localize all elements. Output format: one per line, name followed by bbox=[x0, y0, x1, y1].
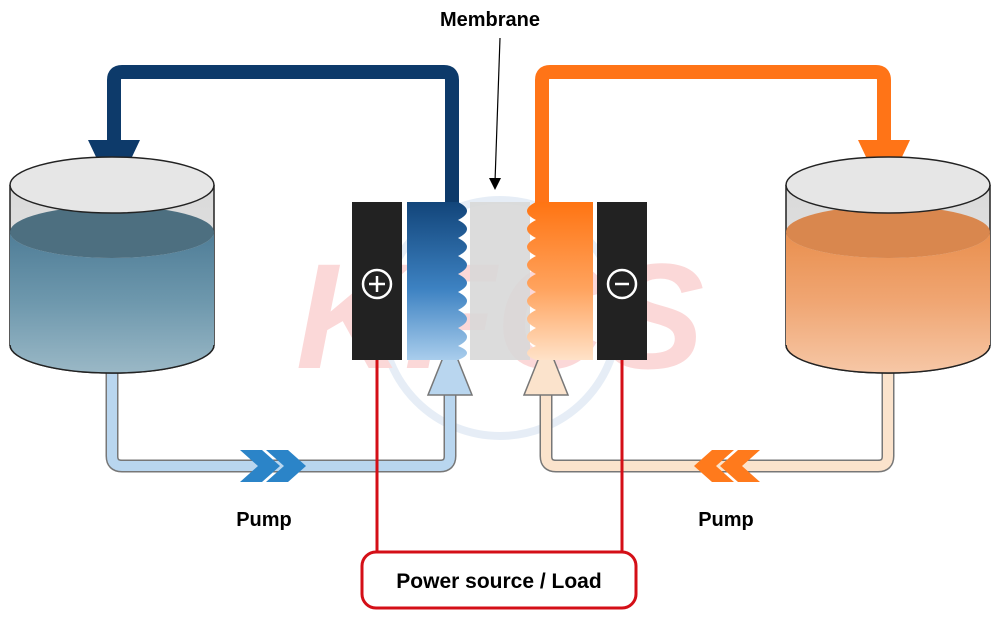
negative-half-cell bbox=[527, 202, 593, 360]
positive-terminal-icon bbox=[361, 268, 393, 300]
flow-cell bbox=[352, 202, 647, 360]
pump-left-label: Pump bbox=[236, 509, 292, 531]
negative-return-arrowhead bbox=[522, 337, 570, 396]
circuit-wire bbox=[375, 360, 624, 552]
membrane-label: Membrane bbox=[440, 9, 540, 31]
positive-half-cell bbox=[407, 202, 467, 360]
membrane-area bbox=[470, 202, 530, 360]
power-source-label: Power source / Load bbox=[396, 570, 601, 593]
negative-electrode bbox=[597, 202, 647, 360]
positive-return-arrowhead bbox=[426, 337, 474, 396]
membrane-pointer bbox=[494, 37, 501, 183]
negative-electrolyte-tank bbox=[785, 156, 991, 374]
negative-terminal-icon bbox=[606, 268, 638, 300]
pump-right-label: Pump bbox=[698, 509, 754, 531]
pump-right-icon bbox=[694, 450, 760, 482]
power-source-box bbox=[360, 550, 638, 610]
positive-electrolyte-tank bbox=[9, 156, 215, 374]
negative-supply-pipe bbox=[535, 65, 891, 214]
positive-supply-pipe bbox=[107, 65, 459, 214]
pump-left-icon bbox=[240, 450, 306, 482]
